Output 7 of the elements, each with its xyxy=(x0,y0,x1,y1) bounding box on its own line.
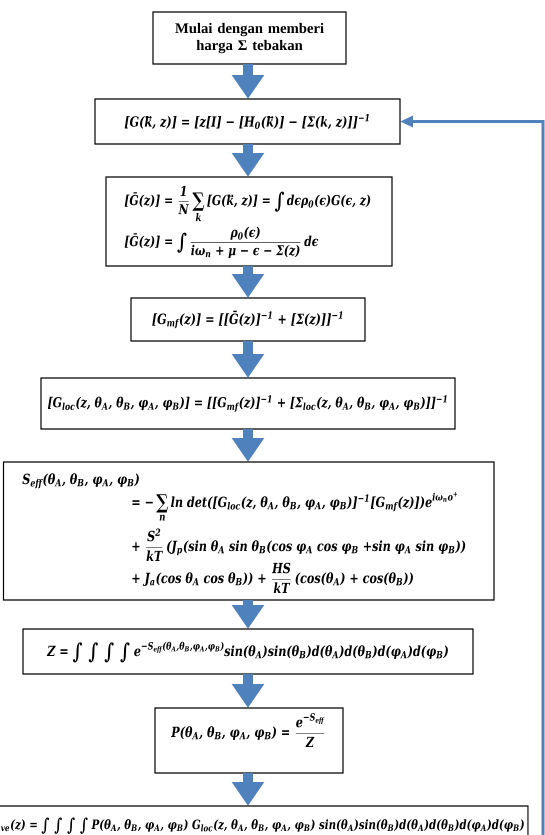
formula-box: [G$_{loc}$(z, θ$_{A}$, θ$_{B}$, φ$_{A}$, φ$_{B}$)] = [[G$_{mf}$(z)]$^{−1}$ + [Σ$_{loc}$(z, θ$_{A}$, θ$_{B}$, φ$_{A}$, φ$_{B}$)]]$^{−1}$ xyxy=(40,377,456,430)
formula-box: [G(k⃗, z)] = [z[I] − [H$_{0}$(k⃗)] − [Σ(k, z)]]$^{−1}$ xyxy=(94,98,401,145)
formula-box: Z = ∫ ∫ ∫ ∫ e −S$_{eff}$(θ$_{A}$,θ$_{B}$,φ$_{A}$,φ$_{B}$)sin(θ$_{A}$)sin(θ$_{B}$)d(θ$_{A}$)d(θ$_{B}$)d(φ$_{A}$)d(φ$_{B}$) xyxy=(22,628,474,675)
start-box: Mulai dengan memberi harga Σ tebakan xyxy=(152,11,347,65)
formula-box: [G$_{mf}$(z)] = [[Ḡ(z)]$^{−1}$ + [Σ(z)]]$^{−1}$ xyxy=(130,297,366,342)
formula-box: $_{ve}$(z) = ∫ ∫ ∫ ∫ P(θ$_{A}$, θ$_{B}$, φ$_{A}$, φ$_{B}$) G$_{loc}$(z, θ$_{A}$, θ$_{B}$, φ$_{A}$, φ$_{B}$) sin(θ$_{A}$)sin(θ$_{B}$)d(θ$_{A}$)d(θ$_{B}$)d(φ$_{A}$)d(φ$_{B}$) xyxy=(0,805,529,835)
formula-box: P(θ$_{A}$, θ$_{B}$, φ$_{A}$, φ$_{B}$) = e −S$_{eff}$ Z xyxy=(154,707,344,774)
